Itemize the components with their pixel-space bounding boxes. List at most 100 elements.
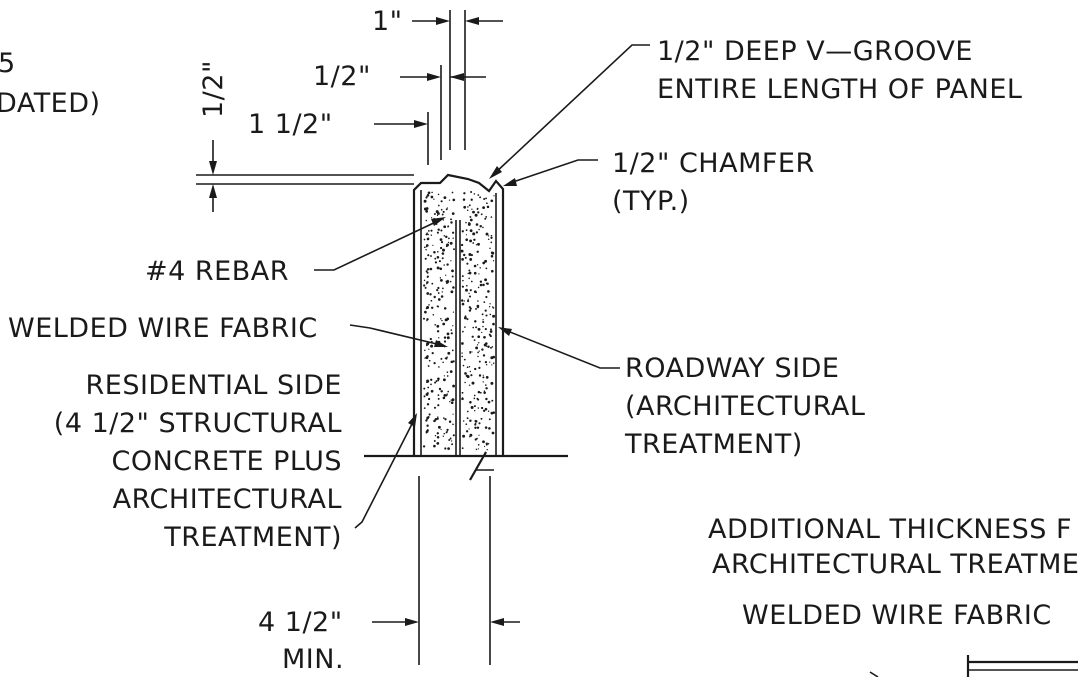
aggregate-speck	[482, 261, 486, 265]
aggregate-speck	[437, 251, 439, 253]
aggregate-speck	[475, 223, 479, 226]
aggregate-speck	[471, 208, 473, 210]
aggregate-speck	[460, 249, 464, 253]
aggregate-speck	[484, 445, 486, 448]
aggregate-speck	[485, 197, 488, 200]
aggregate-speck	[441, 291, 443, 293]
aggregate-speck	[437, 305, 440, 308]
aggregate-speck	[472, 326, 475, 329]
aggregate-speck	[444, 357, 447, 360]
aggregate-speck	[490, 381, 494, 385]
aggregate-speck	[487, 345, 490, 349]
aggregate-speck	[451, 443, 454, 446]
aggregate-speck	[437, 204, 440, 207]
aggregate-speck	[462, 330, 464, 333]
aggregate-speck	[442, 361, 444, 364]
aggregate-speck	[480, 213, 483, 216]
aggregate-speck	[471, 335, 474, 338]
aggregate-speck	[464, 256, 467, 259]
aggregate-speck	[469, 257, 473, 261]
aggregate-speck	[490, 236, 493, 239]
aggregate-speck	[461, 447, 464, 450]
aggregate-speck	[491, 431, 495, 435]
aggregate-speck	[426, 392, 429, 395]
aggregate-speck	[434, 381, 437, 384]
aggregate-speck	[470, 280, 473, 283]
aggregate-speck	[425, 270, 428, 273]
aggregate-speck	[440, 229, 443, 232]
aggregate-speck	[445, 274, 447, 276]
aggregate-speck	[436, 255, 440, 259]
aggregate-speck	[450, 260, 452, 262]
aggregate-speck	[483, 391, 486, 394]
aggregate-speck	[466, 262, 469, 265]
aggregate-speck	[472, 242, 475, 244]
aggregate-speck	[437, 292, 440, 294]
aggregate-speck	[451, 191, 454, 194]
aggregate-speck	[428, 348, 430, 350]
aggregate-speck	[429, 293, 432, 296]
aggregate-speck	[475, 291, 478, 294]
aggregate-speck	[444, 447, 447, 450]
aggregate-speck	[446, 317, 450, 321]
dim-1in-label: 1"	[372, 6, 403, 37]
aggregate-speck	[440, 200, 443, 203]
aggregate-speck	[443, 432, 446, 435]
aggregate-speck	[437, 298, 441, 301]
aggregate-speck	[478, 360, 481, 363]
aggregate-speck	[437, 397, 440, 400]
aggregate-speck	[446, 375, 449, 377]
aggregate-speck	[452, 384, 456, 388]
aggregate-speck	[477, 194, 480, 196]
aggregate-speck	[452, 434, 455, 437]
dim-half-in	[400, 65, 486, 160]
aggregate-speck	[426, 424, 429, 427]
aggregate-speck	[490, 328, 492, 331]
aggregate-speck	[483, 335, 486, 339]
aggregate-speck	[469, 218, 473, 222]
aggregate-speck	[477, 407, 480, 409]
aggregate-speck	[463, 192, 466, 195]
aggregate-speck	[430, 299, 433, 302]
aggregate-speck	[490, 234, 493, 237]
aggregate-speck	[491, 364, 493, 366]
aggregate-speck	[442, 378, 446, 382]
aggregate-speck	[433, 198, 435, 200]
aggregate-speck	[490, 356, 494, 360]
leader-residential	[354, 413, 417, 529]
aggregate-speck	[426, 271, 429, 274]
aggregate-speck	[439, 238, 443, 241]
aggregate-speck	[463, 316, 467, 320]
aggregate-speck	[478, 434, 480, 436]
aggregate-speck	[461, 342, 464, 345]
aggregate-speck	[461, 285, 464, 288]
aggregate-speck	[475, 422, 477, 424]
aggregate-speck	[452, 325, 454, 327]
aggregate-speck	[486, 282, 489, 285]
aggregate-speck	[463, 358, 466, 361]
aggregate-speck	[489, 330, 493, 333]
aggregate-speck	[438, 387, 442, 391]
aggregate-speck	[439, 246, 443, 250]
aggregate-speck	[430, 255, 432, 257]
aggregate-speck	[450, 360, 454, 364]
aggregate-speck	[424, 349, 426, 352]
aggregate-speck	[442, 435, 444, 437]
aggregate-speck	[479, 267, 481, 269]
aggregate-speck	[423, 238, 426, 241]
aggregate-speck	[461, 300, 463, 302]
aggregate-speck	[440, 279, 443, 282]
aggregate-speck	[466, 375, 470, 379]
aggregate-speck	[484, 278, 488, 282]
aggregate-speck	[490, 346, 492, 349]
aggregate-speck	[479, 391, 482, 394]
aggregate-speck	[437, 377, 440, 381]
dim-one-half-in	[374, 112, 429, 165]
aggregate-speck	[474, 320, 477, 323]
aggregate-speck	[448, 420, 452, 424]
aggregate-speck	[424, 286, 427, 289]
aggregate-speck	[442, 322, 446, 326]
aggregate-speck	[469, 419, 472, 423]
aggregate-speck	[452, 286, 455, 289]
aggregate-speck	[484, 217, 487, 220]
